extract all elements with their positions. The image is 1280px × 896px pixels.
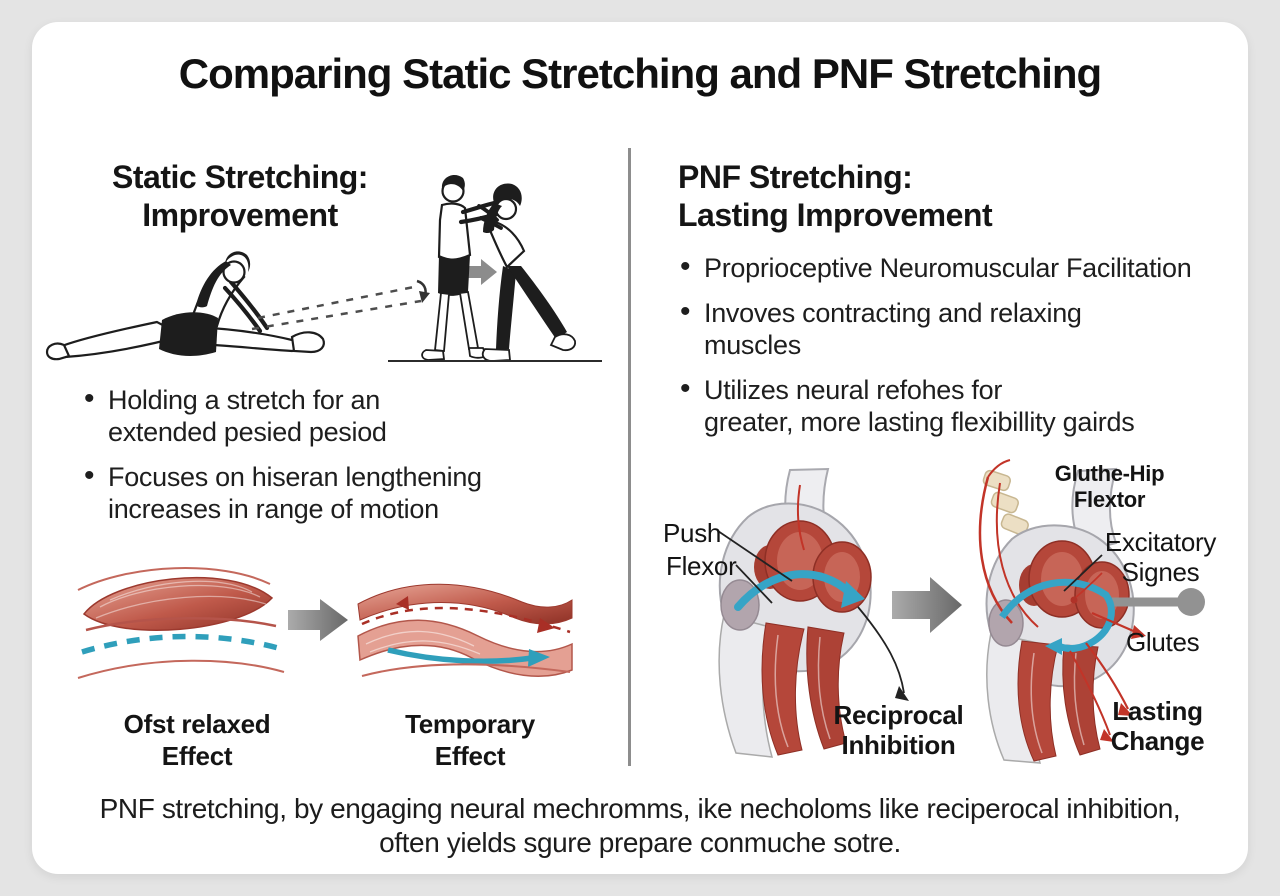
nerve-line — [978, 476, 1013, 624]
pnf-anatomy-diagram: Gluthe-Hip Flextor Push Flexor Reciproca… — [650, 455, 1230, 770]
hip-figure-before — [717, 467, 909, 758]
diagram-title-label: Gluthe-Hip Flextor — [1054, 461, 1165, 512]
nerve-line — [995, 482, 1039, 628]
pin-head — [1177, 588, 1205, 616]
muscle-before-after-illustration — [77, 567, 573, 679]
reciprocal-signal-arrow — [734, 570, 854, 611]
static-stretching-heading: Static Stretching: Improvement — [112, 159, 368, 233]
flexor-label: Flexor — [666, 551, 737, 581]
bullet-item: Invoves contracting and relaxing muscles — [678, 296, 1228, 361]
static-stretching-bullet-list: Holding a stretch for an extended pesied… — [82, 383, 597, 538]
column-divider — [628, 148, 631, 766]
excitatory-signals-label: Excitatory Signes — [1104, 527, 1217, 587]
lasting-change-arrow-line — [1085, 642, 1129, 710]
page-title: Comparing Static Stretching and PNF Stre… — [178, 50, 1102, 97]
bullet-item: Focuses on hiseran lengthening increases… — [82, 460, 597, 525]
arrow-right-icon — [288, 599, 348, 641]
signal-arrow-line — [387, 647, 533, 665]
static-stretch-illustration — [45, 174, 602, 362]
pnf-stretching-heading: PNF Stretching: Lasting Improvement — [678, 159, 993, 233]
bullet-item: Holding a stretch for an extended pesied… — [82, 383, 597, 448]
flexor-leader-line — [735, 564, 773, 604]
split-stretch-figure — [45, 251, 325, 361]
assisted-stretch-figures — [421, 174, 576, 362]
hip-anatomy-illustration — [717, 459, 1205, 764]
reciprocal-signal-arrow — [999, 578, 1115, 652]
dash-arrowhead — [416, 279, 430, 303]
relaxed-muscle-figure — [77, 567, 285, 679]
excitatory-leader-line — [1063, 554, 1103, 592]
glutes-label: Glutes — [1126, 627, 1200, 657]
glutes-arrow-line — [1091, 611, 1139, 635]
arrow-right-icon — [892, 577, 962, 633]
bullet-item: Proprioceptive Neuromuscular Facilitatio… — [678, 251, 1228, 284]
reciprocal-leader-line — [857, 606, 905, 694]
bottom-caption: PNF stretching, by engaging neural mechr… — [99, 793, 1181, 858]
temporary-effect-label: Temporary Effect — [405, 709, 535, 771]
hip-figure-after — [978, 459, 1205, 764]
lasting-change-label: Lasting Change — [1110, 696, 1205, 756]
bullet-item: Utilizes neural refohes for greater, mor… — [678, 373, 1228, 438]
push-leader-line — [717, 530, 793, 582]
push-label: Push — [663, 518, 722, 548]
pnf-stretching-bullet-list: Proprioceptive Neuromuscular Facilitatio… — [678, 251, 1228, 451]
reciprocal-inhibition-label: Reciprocal Inhibition — [833, 700, 964, 760]
nerve-signal-dashed-line — [81, 633, 279, 655]
stretched-muscle-figure — [357, 583, 573, 677]
stretch-transfer-dashes — [251, 284, 422, 331]
relaxed-effect-label: Ofst relaxed Effect — [123, 709, 271, 771]
small-arrow-right-icon — [465, 259, 497, 285]
